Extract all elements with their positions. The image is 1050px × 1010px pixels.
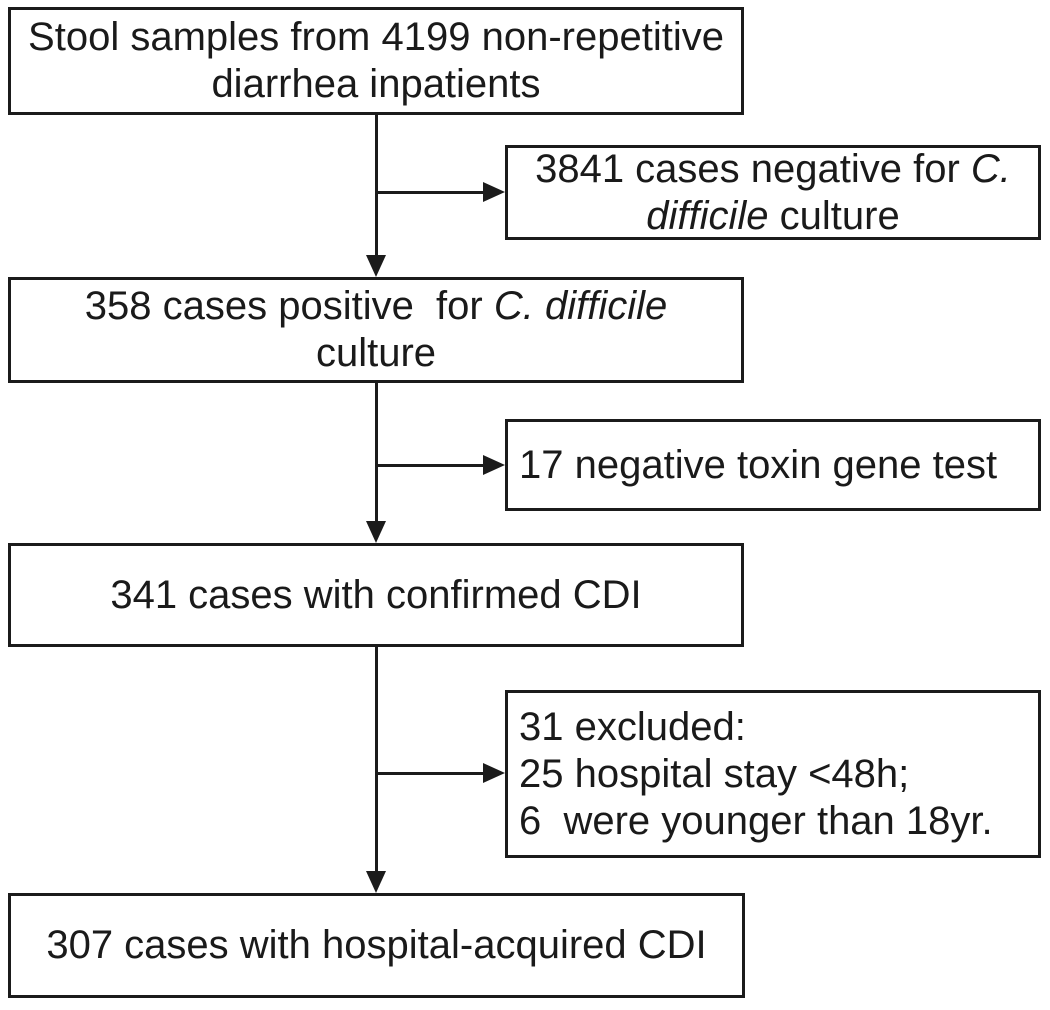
connector-line-horizontal (376, 464, 483, 467)
arrow-down-icon (366, 255, 386, 277)
connector-line-horizontal (376, 191, 483, 194)
node-text-line: Stool samples from 4199 non-repetitive (28, 15, 724, 59)
connector-line-vertical (375, 115, 378, 256)
node-negative-toxin-test: 17 negative toxin gene test (505, 419, 1041, 511)
node-positive-culture: 358 cases positive for C. difficile cult… (8, 277, 744, 383)
arrow-down-icon (366, 871, 386, 893)
node-hospital-acquired-cdi: 307 cases with hospital-acquired CDI (8, 893, 745, 998)
node-text-line: culture (315, 331, 437, 375)
arrow-right-icon (483, 455, 505, 475)
connector-line-vertical (375, 383, 378, 522)
node-stool-samples: Stool samples from 4199 non-repetitive d… (8, 7, 744, 115)
connector-line-vertical (375, 647, 378, 872)
node-text-line: 6 were younger than 18yr. (519, 798, 993, 843)
node-confirmed-cdi: 341 cases with confirmed CDI (8, 543, 744, 647)
connector-line-horizontal (376, 772, 483, 775)
node-text-line: 25 hospital stay <48h; (519, 751, 910, 796)
italic-species-name: C. (970, 146, 1011, 191)
node-negative-culture: 3841 cases negative for C. difficile cul… (505, 145, 1041, 240)
node-text-line: 3841 cases negative for C. (535, 146, 1011, 191)
node-excluded: 31 excluded: 25 hospital stay <48h; 6 we… (505, 690, 1041, 858)
node-text-line: 358 cases positive for C. difficile (84, 284, 668, 328)
arrow-down-icon (366, 521, 386, 543)
node-text-line: 17 negative toxin gene test (519, 442, 998, 487)
node-text-line: difficile culture (646, 193, 900, 238)
node-text-line: 307 cases with hospital-acquired CDI (46, 923, 707, 967)
node-text-line: 341 cases with confirmed CDI (110, 572, 642, 617)
arrow-right-icon (483, 182, 505, 202)
italic-species-name: difficile (646, 193, 769, 238)
arrow-right-icon (483, 763, 505, 783)
italic-species-name: C. difficile (493, 284, 668, 328)
node-text-line: 31 excluded: (519, 704, 746, 749)
node-text-line: diarrhea inpatients (211, 62, 541, 106)
